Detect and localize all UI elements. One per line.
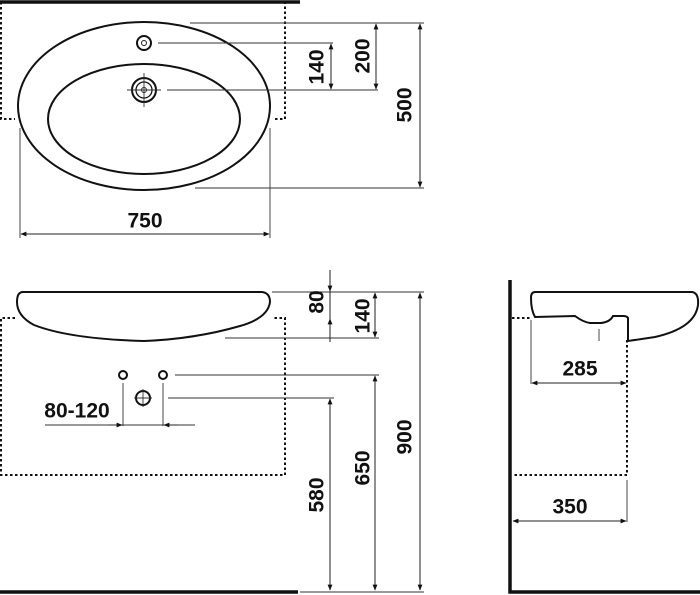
dim-580-label: 580 bbox=[306, 477, 329, 512]
dim-900-label: 900 bbox=[394, 419, 417, 454]
dim-650-label: 650 bbox=[352, 450, 375, 485]
waste-outlet-icon bbox=[134, 389, 152, 407]
dim-500-label: 500 bbox=[394, 87, 417, 122]
dim-200-label: 200 bbox=[352, 38, 375, 73]
tap-hole-right-icon bbox=[158, 370, 168, 380]
tap-hole-left-icon bbox=[118, 370, 128, 380]
dim-285-label: 285 bbox=[562, 358, 597, 381]
pedestal-outline-dotted bbox=[0, 2, 286, 120]
drain-icon bbox=[127, 73, 161, 107]
top-view: 140 200 500 750 bbox=[0, 0, 424, 238]
dim-140-front-label: 140 bbox=[352, 298, 375, 333]
tap-hole-icon bbox=[136, 35, 152, 51]
front-view: 80-120 80 140 580 650 900 bbox=[0, 270, 424, 594]
dim-80-120-label: 80-120 bbox=[44, 400, 109, 423]
dim-350-label: 350 bbox=[552, 496, 587, 519]
basin-outer-rim bbox=[17, 21, 271, 191]
basin-bowl bbox=[47, 63, 241, 175]
dim-140-label: 140 bbox=[306, 49, 329, 84]
dim-750-label: 750 bbox=[127, 210, 162, 233]
pedestal-outline-dotted bbox=[512, 317, 628, 476]
wall-and-floor bbox=[508, 280, 700, 594]
basin-side-profile bbox=[529, 291, 700, 343]
basin-front-profile bbox=[15, 291, 272, 343]
dim-80-label: 80 bbox=[306, 290, 329, 313]
pedestal-outline-dotted bbox=[0, 317, 286, 476]
side-view: 285 350 bbox=[508, 280, 700, 594]
